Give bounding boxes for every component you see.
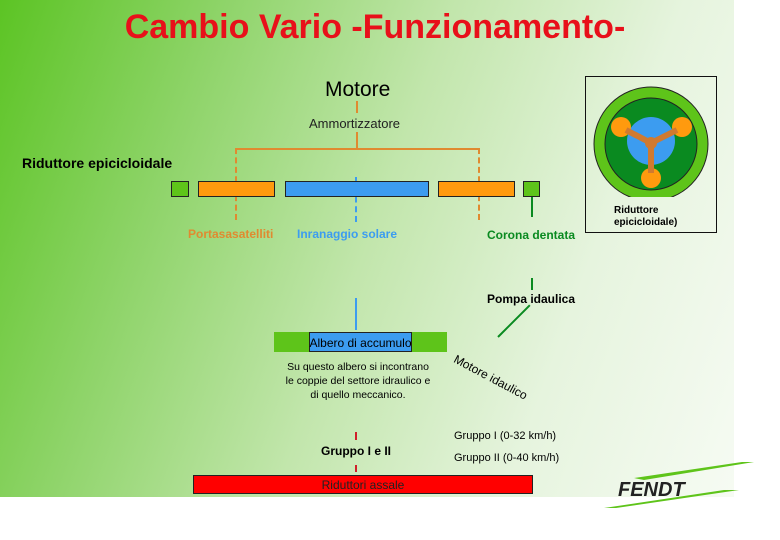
carrier-left [198,181,275,197]
albero-label: Albero di accumulo [309,336,412,350]
riduttore-label: Riduttore epicicloidale [22,155,173,171]
motore-line [356,101,358,113]
ammortizzatore-line [356,132,358,149]
pompa-label: Pompa idaulica [487,292,576,306]
solare-label: Inranaggio solare [297,227,398,241]
ammortizzatore-label: Ammortizzatore [309,116,401,131]
albero-note: Su questo albero si incontrano le coppie… [285,361,431,401]
fendt-logo: FENDT [604,460,754,510]
sun-shaft-line [355,298,357,330]
gruppo-label: Gruppo I e II [321,444,392,458]
gruppo-2: Gruppo II (0-40 km/h) [454,452,560,464]
gruppo-line-bottom [355,465,357,472]
planetary-gear-icon [593,86,709,197]
gruppo-1: Gruppo I (0-32 km/h) [454,430,557,442]
motore-label: Motore [325,78,391,101]
gruppo-line-top [355,432,357,440]
corona-line [531,197,533,217]
albero-sun-segment [309,332,412,352]
fendt-logo-text: FENDT [618,479,686,501]
sun-gear [285,181,429,197]
slide-title: Cambio Vario -Funzionamento- [124,8,626,46]
ring-gear-left [171,181,189,197]
corona-label: Corona dentata [487,228,576,242]
sun-line [355,177,357,222]
carrier-right [438,181,515,197]
inset-caption: Riduttore epicicloidale) [614,205,678,228]
riduttori-assale-bar: Riduttori assale [193,475,533,494]
portasatelliti-label: Portasasatelliti [188,227,274,241]
inset-panel: Riduttore epicicloidale) [585,76,717,233]
carrier-bracket [235,148,480,150]
slide-background [0,0,734,497]
pompa-line [531,278,533,290]
ring-gear-right [523,181,540,197]
